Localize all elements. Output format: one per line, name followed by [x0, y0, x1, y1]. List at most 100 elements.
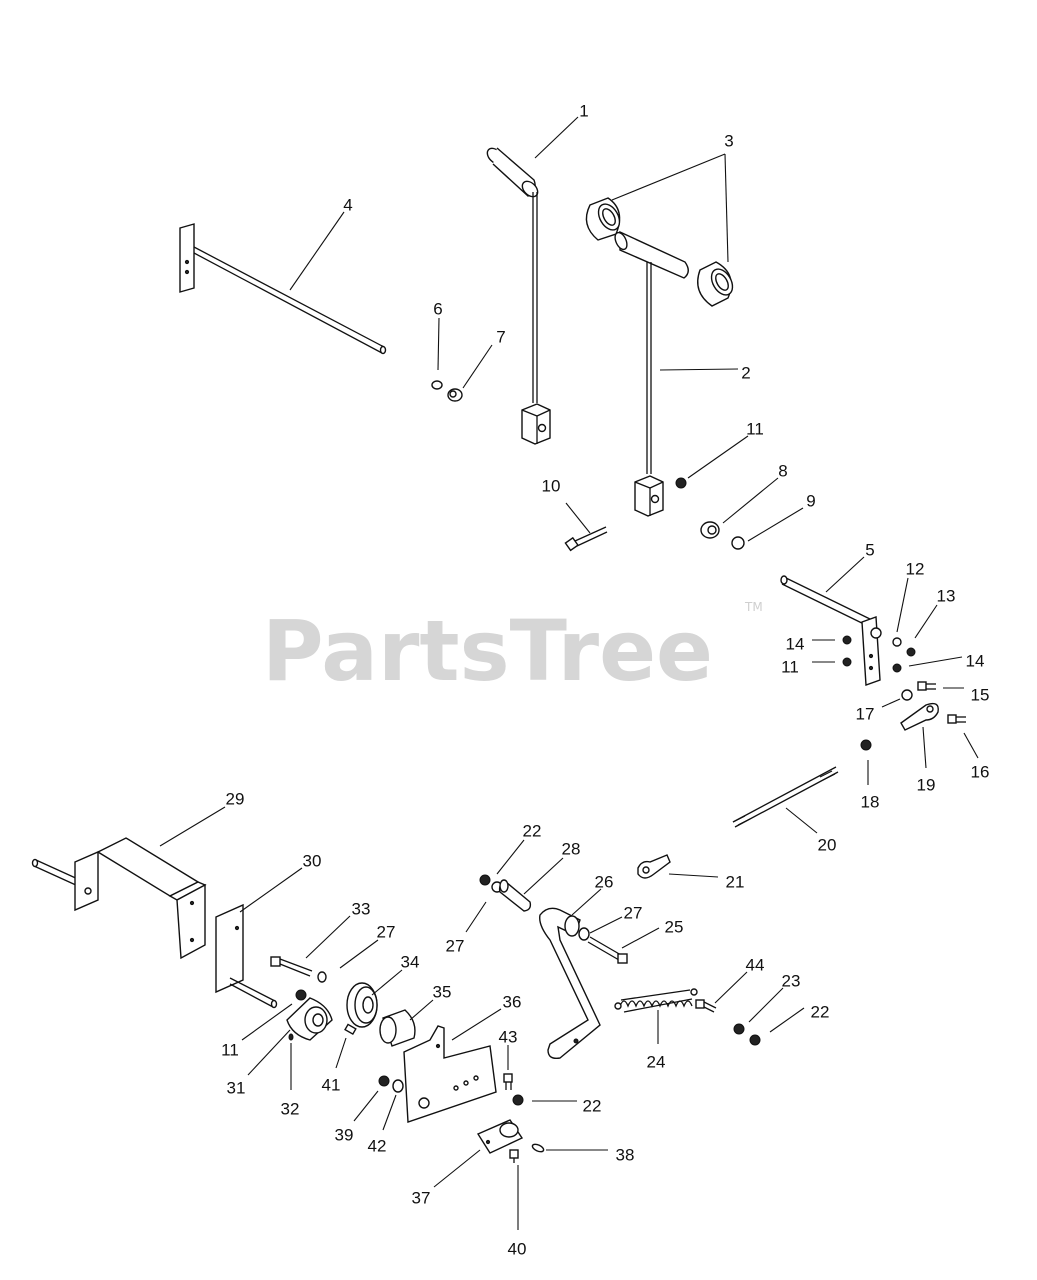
part-25-bolt: [587, 936, 628, 964]
part-1-t-handle-lever: [486, 147, 551, 445]
part-32-pin: [288, 1033, 294, 1041]
leader-line-c3: [611, 153, 726, 201]
leader-line-c34: [371, 969, 403, 996]
callout-label-c1: 1: [579, 101, 588, 120]
leader-line-c7: [462, 344, 493, 389]
callout-label-c21: 21: [726, 872, 745, 891]
leader-line-c37: [433, 1149, 481, 1188]
leader-line-c27b: [589, 916, 623, 934]
leader-line-c31: [247, 1029, 291, 1076]
callout-label-c41: 41: [322, 1075, 341, 1094]
part-31-flange-bearing: [286, 997, 333, 1041]
callout-label-c23: 23: [782, 971, 801, 990]
part-22-nut-upper: [479, 874, 491, 886]
leader-line-c16: [963, 732, 979, 759]
callout-label-c11c: 11: [221, 1040, 239, 1059]
part-37-pivot-bracket: [476, 1119, 524, 1154]
part-27-washer-right: [578, 927, 590, 941]
callout-label-c33: 33: [352, 899, 371, 918]
part-39-nut: [378, 1075, 390, 1087]
part-29-u-bracket: [31, 837, 207, 960]
callout-label-c17: 17: [856, 704, 875, 723]
leader-line-c26: [571, 888, 602, 916]
callout-label-c44: 44: [746, 955, 765, 974]
part-18-nut: [860, 739, 872, 751]
callout-label-c5: 5: [865, 540, 874, 559]
callout-label-c11a: 11: [746, 419, 764, 438]
part-5-shaft-bracket: [780, 575, 916, 686]
part-9-clip: [731, 536, 745, 550]
callout-label-c42: 42: [368, 1136, 387, 1155]
part-30-plate-rod: [215, 903, 278, 1009]
leader-line-c41: [335, 1037, 347, 1069]
leader-line-c3b: [724, 153, 729, 263]
callout-label-c16: 16: [971, 762, 990, 781]
leader-line-c6: [437, 317, 440, 371]
callout-label-c7: 7: [496, 327, 505, 346]
part-36-plate: [403, 1025, 497, 1123]
leader-line-c9: [747, 507, 804, 542]
leader-line-c12: [896, 577, 909, 633]
part-44-bolt: [695, 999, 717, 1013]
part-8-washer: [700, 521, 720, 539]
part-6-clip: [431, 380, 443, 390]
callout-label-c3: 3: [724, 131, 733, 150]
part-35-spacer: [379, 1009, 416, 1047]
part-24-spring: [614, 988, 698, 1013]
part-11-nut-lower: [295, 989, 307, 1001]
callout-label-c31: 31: [227, 1078, 246, 1097]
callout-label-c12: 12: [906, 559, 925, 578]
leader-line-c19: [922, 726, 927, 769]
leader-line-c14b: [908, 656, 963, 667]
callout-label-c43: 43: [499, 1027, 518, 1046]
leader-line-c30: [239, 867, 303, 913]
leader-line-c10: [565, 502, 591, 534]
part-22-nut: [512, 1094, 524, 1106]
leader-line-c17: [881, 698, 901, 708]
callout-label-c34: 34: [401, 952, 420, 971]
leader-line-c39: [353, 1090, 379, 1122]
part-41-set-screw: [344, 1023, 357, 1036]
callout-label-c14a: 14: [786, 634, 805, 653]
callout-label-c32: 32: [281, 1099, 300, 1118]
leader-line-c5: [825, 556, 865, 593]
callout-label-c24: 24: [647, 1052, 666, 1071]
callout-label-c4: 4: [343, 195, 352, 214]
callout-label-c38: 38: [616, 1145, 635, 1164]
part-16-bolt: [947, 714, 966, 724]
part-20-threaded-rod: [732, 766, 839, 828]
leader-line-c23: [748, 987, 784, 1023]
leader-line-c1: [534, 116, 579, 159]
part-19-rod-end: [900, 702, 939, 731]
part-7-bushing: [447, 388, 463, 402]
leader-line-c22a: [496, 839, 525, 875]
part-11-nut: [675, 477, 687, 489]
leader-line-c36: [451, 1008, 502, 1041]
part-22-nut-right: [749, 1034, 761, 1046]
part-33-bolt: [270, 956, 313, 977]
leader-line-c21: [668, 873, 719, 878]
leader-line-c29: [159, 806, 226, 847]
callout-label-c30: 30: [303, 851, 322, 870]
part-38-pin: [531, 1143, 545, 1153]
leader-line-c42: [382, 1094, 397, 1131]
part-4-rod-bracket: [179, 223, 387, 355]
watermark-text: PartsTree: [262, 602, 713, 700]
leader-line-c27c: [465, 901, 487, 933]
part-26-pedal-arm: [539, 907, 601, 1060]
part-40-screw: [509, 1149, 519, 1163]
callout-label-c25: 25: [665, 917, 684, 936]
callout-label-c27b: 27: [624, 903, 643, 922]
part-21-rod-end: [637, 854, 671, 879]
part-27-washer: [317, 971, 327, 983]
leader-line-c28: [523, 857, 564, 895]
leader-line-c11c: [241, 1003, 293, 1041]
leader-line-c13: [914, 604, 938, 639]
callout-label-c35: 35: [433, 982, 452, 1001]
leader-line-c22b: [769, 1007, 805, 1033]
callout-label-c8: 8: [778, 461, 787, 480]
leader-line-c35: [409, 999, 434, 1021]
callout-label-c19: 19: [917, 775, 936, 794]
